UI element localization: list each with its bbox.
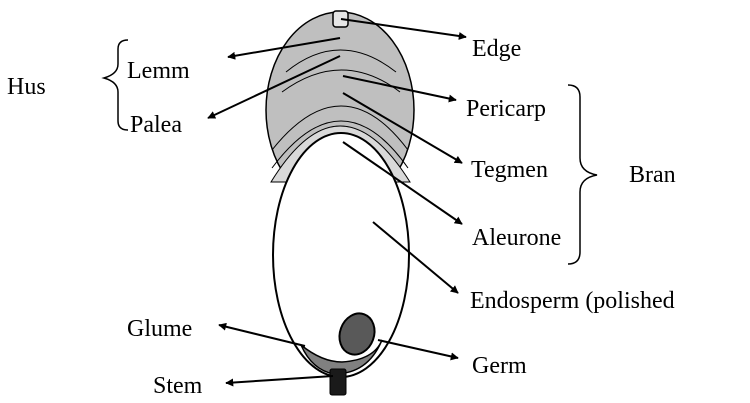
label-stem: Stem [153,374,202,398]
label-edge: Edge [472,37,521,61]
stem-shape [330,369,346,395]
hus-bracket [104,40,128,130]
label-endosperm: Endosperm (polished [470,289,675,313]
label-germ: Germ [472,354,527,378]
label-bran: Bran [629,163,676,187]
label-palea: Palea [130,113,182,137]
label-lemm: Lemm [127,59,190,83]
label-hus: Hus [7,75,46,99]
stem-arrow [226,376,333,383]
bran-bracket [568,85,597,264]
label-pericarp: Pericarp [466,97,546,121]
germ-arrow [378,340,458,358]
label-aleurone: Aleurone [472,226,561,250]
label-tegmen: Tegmen [471,158,548,182]
label-glume: Glume [127,317,192,341]
